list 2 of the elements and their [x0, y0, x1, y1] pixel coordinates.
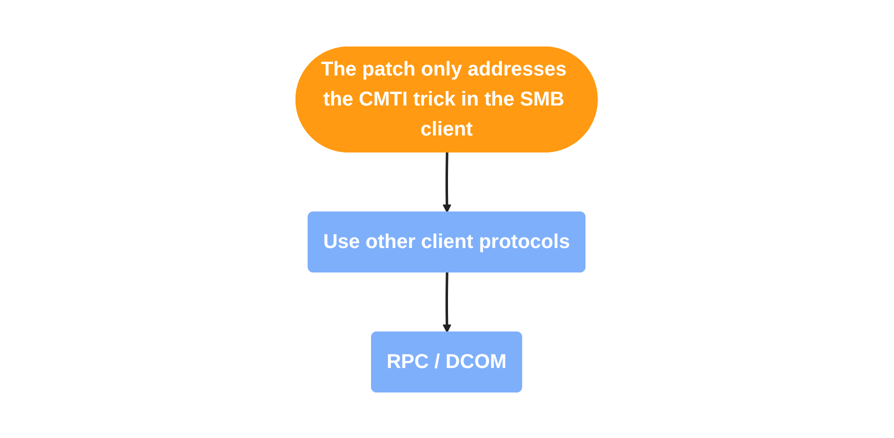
arrow — [442, 272, 452, 332]
arrow — [442, 152, 452, 212]
